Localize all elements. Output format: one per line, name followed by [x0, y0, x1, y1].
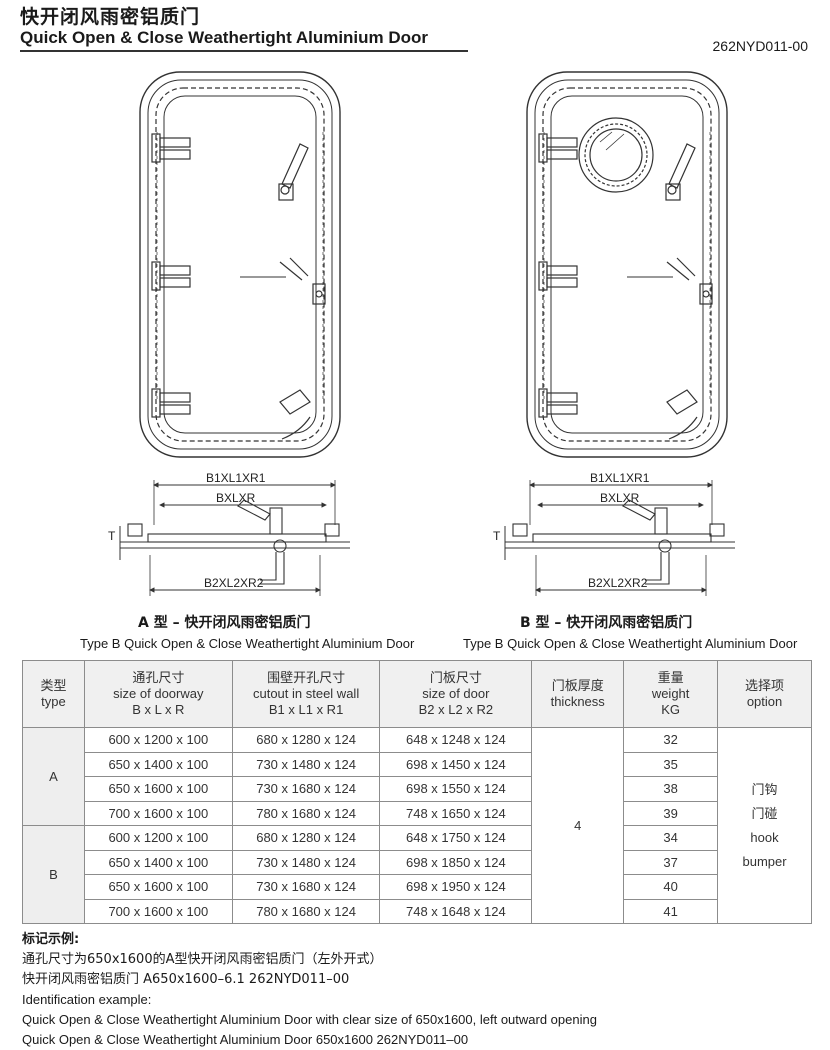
type-b-cell: B: [22, 825, 85, 924]
weight-cell: 40: [623, 874, 719, 900]
type-b-caption-en: Type B Quick Open & Close Weathertight A…: [463, 636, 798, 651]
type-a-cell: A: [22, 727, 85, 826]
type-b-section: [504, 480, 736, 596]
type-b-dim-top: B1XL1XR1: [590, 471, 650, 485]
doorway-cell: 650 x 1400 x 100: [83, 751, 233, 777]
notes-label-en: Identification example:: [22, 992, 152, 1007]
weight-cell: 37: [623, 849, 719, 875]
cutout-cell: 680 x 1280 x 124: [231, 727, 381, 753]
door-size-cell: 698 x 1850 x 124: [379, 849, 533, 875]
table-row: B 600 x 1200 x 100 680 x 1280 x 124 648 …: [22, 825, 812, 924]
doorway-cell: 700 x 1600 x 100: [83, 898, 233, 924]
type-a-section: [119, 480, 351, 596]
table-row: 650 x 1400 x 100 730 x 1480 x 124 698 x …: [23, 849, 812, 875]
table-row: 700 x 1600 x 100 780 x 1680 x 124 748 x …: [23, 898, 812, 924]
notes-example-en-2: Quick Open & Close Weathertight Aluminiu…: [22, 1032, 469, 1047]
type-a-dim-mid: BXLXR: [216, 491, 256, 505]
table-row: 650 x 1600 x 100 730 x 1680 x 124 698 x …: [23, 776, 812, 802]
cutout-cell: 780 x 1680 x 124: [231, 800, 381, 826]
option-bumper-en: bumper: [742, 853, 787, 869]
doorway-cell: 650 x 1400 x 100: [83, 849, 233, 875]
doorway-cell: 600 x 1200 x 100: [83, 727, 233, 753]
door-size-cell: 648 x 1750 x 124: [379, 825, 533, 851]
notes-example-en-1: Quick Open & Close Weathertight Aluminiu…: [22, 1012, 597, 1027]
type-a-dim-t: T: [108, 529, 116, 543]
type-a-caption-en: Type B Quick Open & Close Weathertight A…: [80, 636, 415, 651]
weight-cell: 38: [623, 776, 719, 802]
door-size-cell: 648 x 1248 x 124: [379, 727, 533, 753]
table-row: A 600 x 1200 x 100 680 x 1280 x 124 648 …: [22, 727, 812, 924]
door-size-cell: 748 x 1648 x 124: [379, 898, 533, 924]
cutout-cell: 730 x 1480 x 124: [231, 751, 381, 777]
notes-example-cn-2: 快开闭风雨密铝质门 A650x1600–6.1 262NYD011–00: [22, 972, 350, 987]
page-title-en: Quick Open & Close Weathertight Aluminiu…: [20, 28, 429, 47]
document-code: 262NYD011-00: [712, 38, 808, 54]
doorway-cell: 600 x 1200 x 100: [83, 825, 233, 851]
door-size-cell: 698 x 1450 x 124: [379, 751, 533, 777]
identification-notes: 标记示例: 通孔尺寸为650x1600的A型快开闭风雨密铝质门（左外开式） 快开…: [22, 930, 597, 1050]
table-row: 700 x 1600 x 100 780 x 1680 x 124 748 x …: [23, 800, 812, 826]
type-b-dim-mid: BXLXR: [600, 491, 640, 505]
porthole-window: [578, 117, 654, 193]
type-b-dim-t: T: [493, 529, 501, 543]
cutout-cell: 680 x 1280 x 124: [231, 825, 381, 851]
option-hook-en: hook: [750, 829, 779, 845]
cutout-cell: 730 x 1680 x 124: [231, 776, 381, 802]
cutout-cell: 730 x 1680 x 124: [231, 874, 381, 900]
thickness-cell: 4: [531, 727, 625, 924]
title-underline: [20, 50, 468, 52]
type-b-dim-bottom: B2XL2XR2: [588, 576, 648, 590]
door-drawings: B1XL1XR1 BXLXR B2XL2XR2 T B1XL1XR1 BXLXR…: [108, 71, 736, 596]
weight-cell: 39: [623, 800, 719, 826]
table-row: 650 x 1400 x 100 730 x 1480 x 124 698 x …: [23, 751, 812, 777]
door-size-cell: 748 x 1650 x 124: [379, 800, 533, 826]
table-row: 650 x 1600 x 100 730 x 1680 x 124 698 x …: [23, 874, 812, 900]
weight-cell: 34: [623, 825, 719, 851]
type-a-dim-top: B1XL1XR1: [206, 471, 266, 485]
weight-cell: 41: [623, 898, 719, 924]
page-title-cn: 快开闭风雨密铝质门: [20, 6, 201, 28]
type-b-caption-cn: B 型 – 快开闭风雨密铝质门: [520, 615, 693, 631]
type-a-dim-bottom: B2XL2XR2: [204, 576, 264, 590]
option-hook-cn: 门钩: [751, 781, 778, 797]
type-a-caption-cn: A 型 – 快开闭风雨密铝质门: [138, 615, 311, 631]
doorway-cell: 700 x 1600 x 100: [83, 800, 233, 826]
cutout-cell: 730 x 1480 x 124: [231, 849, 381, 875]
cutout-cell: 780 x 1680 x 124: [231, 898, 381, 924]
type-a-door-elevation: [139, 71, 341, 458]
notes-label-cn: 标记示例:: [22, 932, 80, 947]
weight-cell: 32: [623, 727, 719, 753]
doorway-cell: 650 x 1600 x 100: [83, 874, 233, 900]
door-size-cell: 698 x 1550 x 124: [379, 776, 533, 802]
option-cell: 门钩 门碰 hook bumper: [717, 727, 812, 924]
option-bumper-cn: 门碰: [751, 805, 778, 821]
notes-example-cn-1: 通孔尺寸为650x1600的A型快开闭风雨密铝质门（左外开式）: [22, 952, 383, 967]
type-b-door-elevation: [526, 71, 728, 458]
doorway-cell: 650 x 1600 x 100: [83, 776, 233, 802]
weight-cell: 35: [623, 751, 719, 777]
door-size-cell: 698 x 1950 x 124: [379, 874, 533, 900]
